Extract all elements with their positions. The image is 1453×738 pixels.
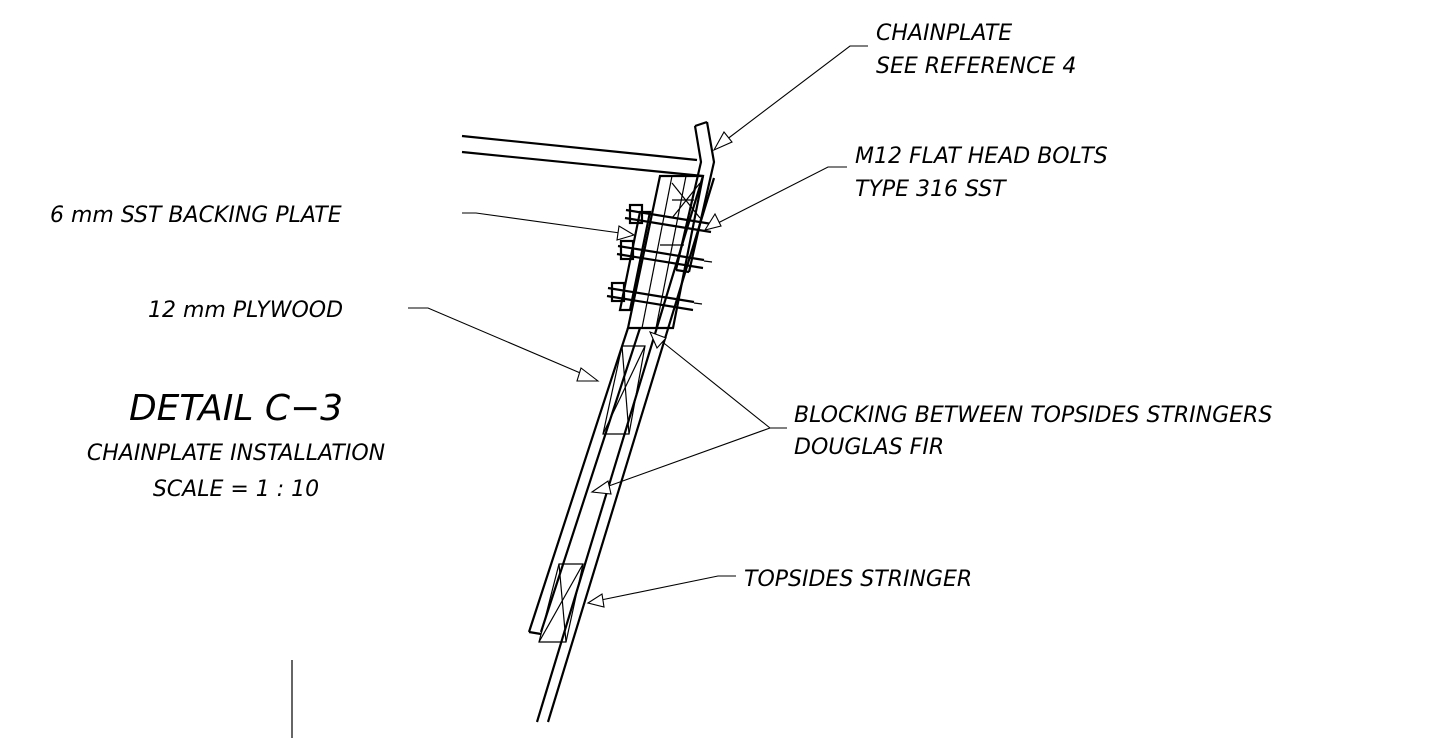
leader-stringer bbox=[586, 575, 736, 608]
bolt-2 bbox=[616, 239, 713, 270]
bolts-label-line2: TYPE 316 SST bbox=[855, 177, 1007, 202]
backing-plate bbox=[618, 210, 652, 312]
detail-subtitle: CHAINPLATE INSTALLATION bbox=[87, 441, 385, 466]
lower-blocking bbox=[602, 345, 646, 435]
bolt-1 bbox=[624, 203, 721, 234]
stringer-label: TOPSIDES STRINGER bbox=[744, 567, 972, 592]
leader-backing-plate bbox=[462, 212, 636, 241]
chainplate bbox=[674, 120, 716, 274]
blocking-label-line1: BLOCKING BETWEEN TOPSIDES STRINGERS bbox=[794, 403, 1272, 428]
blocking-label-line2: DOUGLAS FIR bbox=[794, 435, 944, 460]
bolt-3 bbox=[606, 281, 703, 312]
chainplate-label-line1: CHAINPLATE bbox=[876, 21, 1012, 46]
detail-title: DETAIL C−3 bbox=[129, 388, 343, 429]
leader-chainplate bbox=[712, 45, 868, 152]
backing-plate-label: 6 mm SST BACKING PLATE bbox=[50, 203, 342, 228]
topsides-stringer bbox=[538, 563, 584, 643]
chainplate-label-line2: SEE REFERENCE 4 bbox=[876, 54, 1076, 79]
deck bbox=[461, 134, 704, 178]
detail-scale: SCALE = 1 : 10 bbox=[153, 477, 319, 502]
plywood-label: 12 mm PLYWOOD bbox=[148, 298, 343, 323]
leader-plywood bbox=[408, 307, 600, 382]
leader-blocking bbox=[590, 331, 787, 495]
plywood-doubler bbox=[527, 327, 642, 636]
bolts-label-line1: M12 FLAT HEAD BOLTS bbox=[855, 144, 1108, 169]
leader-bolts bbox=[703, 166, 847, 231]
